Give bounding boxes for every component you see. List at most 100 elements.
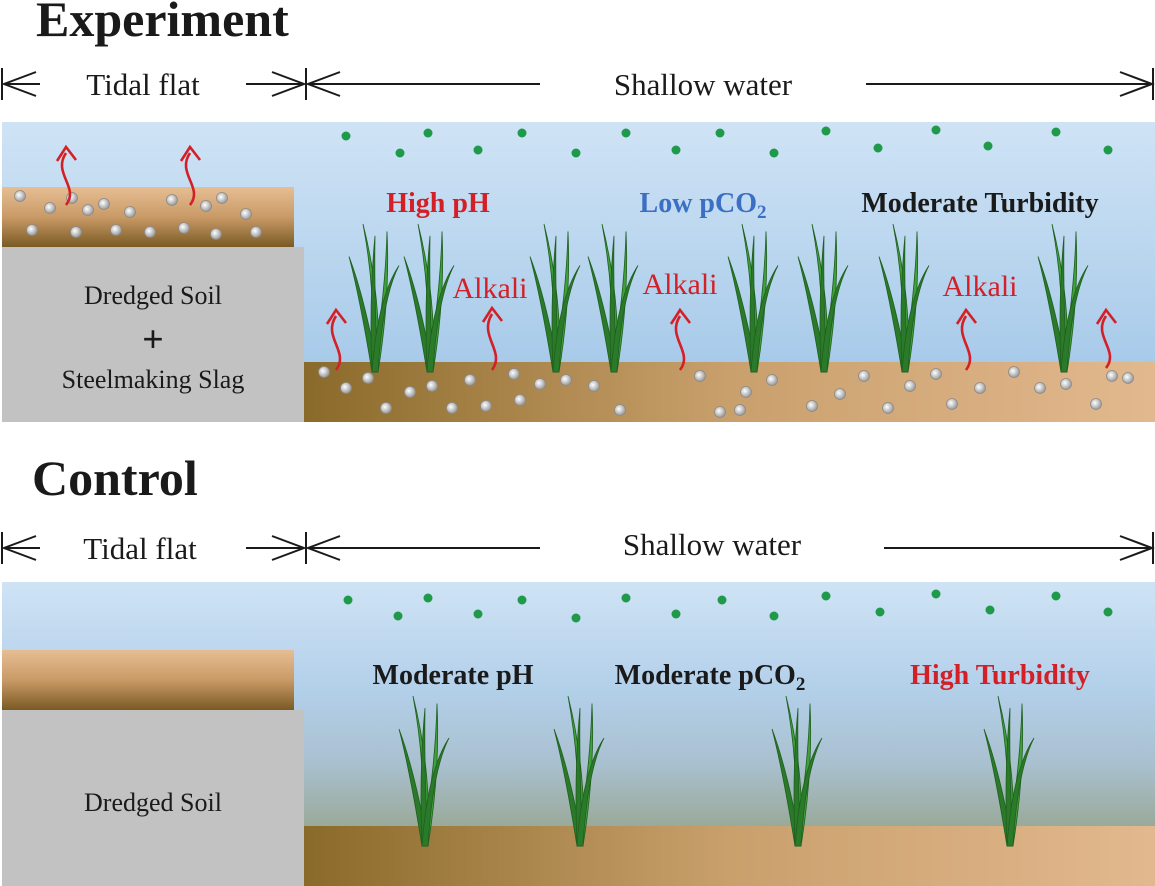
slag-particle [534, 378, 546, 390]
slag-particle [694, 370, 706, 382]
plankton-dot [715, 128, 725, 138]
slag-particle [508, 368, 520, 380]
slag-particle [882, 402, 894, 414]
experiment-dimension-arrows [1, 68, 1155, 100]
seagrass-plant [398, 695, 450, 847]
plankton-dot [769, 148, 779, 158]
experiment-title: Experiment [36, 0, 289, 47]
plankton-dot [621, 593, 631, 603]
slag-particle [144, 226, 156, 238]
control-shallow-water-label: Shallow water [623, 527, 802, 562]
slag-particle [426, 380, 438, 392]
control-plankton [343, 589, 1113, 623]
plankton-dot [517, 128, 527, 138]
plankton-dot [821, 591, 831, 601]
plankton-dot [395, 148, 405, 158]
plankton-dot [343, 595, 353, 605]
control-tidal-flat-label: Tidal flat [83, 531, 197, 566]
slag-particle [240, 208, 252, 220]
control-turbidity-label: High Turbidity [910, 660, 1090, 691]
slag-particle [200, 200, 212, 212]
seagrass-plant [587, 223, 639, 373]
plankton-dot [1051, 127, 1061, 137]
control-pco2-label: Moderate pCO2 [615, 660, 806, 695]
seagrass-plant [771, 695, 823, 847]
control-dimension-arrows [1, 532, 1155, 564]
experiment-plankton [341, 125, 1113, 158]
slag-particle [404, 386, 416, 398]
experiment-box-label-bottom: Steelmaking Slag [62, 365, 245, 394]
alkali-arrow [481, 305, 504, 371]
experiment-alkali-arrows [55, 144, 1118, 371]
seagrass-plant [553, 695, 605, 847]
plankton-dot [1103, 607, 1113, 617]
seagrass-plant [983, 695, 1035, 847]
plankton-dot [473, 145, 483, 155]
plankton-dot [341, 131, 351, 141]
plankton-dot [821, 126, 831, 136]
slag-particle [614, 404, 626, 416]
slag-particle [110, 224, 122, 236]
alkali-arrow [179, 144, 202, 206]
plankton-dot [671, 609, 681, 619]
seagrass-plant [727, 223, 779, 373]
experiment-pco2-label: Low pCO2 [640, 188, 767, 223]
plankton-dot [873, 143, 883, 153]
plankton-dot [1051, 591, 1061, 601]
slag-particle [178, 222, 190, 234]
experiment-soil-box [2, 247, 304, 422]
plankton-dot [769, 611, 779, 621]
slag-particle [740, 386, 752, 398]
slag-particle [340, 382, 352, 394]
plankton-dot [931, 589, 941, 599]
seagrass-plant [348, 223, 400, 373]
slag-particle [464, 374, 476, 386]
seagrass-plant [529, 223, 581, 373]
slag-particle [930, 368, 942, 380]
plankton-dot [571, 148, 581, 158]
control-tidal-flat-sediment [2, 650, 294, 710]
control-soil-box [2, 710, 304, 886]
plankton-dot [571, 613, 581, 623]
plankton-dot [423, 593, 433, 603]
plankton-dot [717, 595, 727, 605]
alkali-arrow [1095, 307, 1118, 369]
slag-particle [44, 202, 56, 214]
slag-particle [1008, 366, 1020, 378]
slag-particle [766, 374, 778, 386]
seagrass-plant [1037, 223, 1089, 373]
slag-particle [806, 400, 818, 412]
slag-particle [250, 226, 262, 238]
plankton-dot [671, 145, 681, 155]
plankton-dot [875, 607, 885, 617]
alkali-arrow [55, 144, 78, 206]
plankton-dot [473, 609, 483, 619]
slag-particle [1060, 378, 1072, 390]
slag-particle [216, 192, 228, 204]
alkali-label-2: Alkali [643, 268, 718, 301]
experiment-box-label-plus: + [142, 319, 164, 361]
slag-particle [588, 380, 600, 392]
experiment-box-label-top: Dredged Soil [84, 281, 222, 310]
slag-particle [124, 206, 136, 218]
experiment-seagrass [348, 223, 1089, 373]
experiment-slag-particles [14, 190, 1134, 418]
slag-particle [904, 380, 916, 392]
slag-particle [974, 382, 986, 394]
slag-particle [858, 370, 870, 382]
plankton-dot [393, 611, 403, 621]
slag-particle [362, 372, 374, 384]
plankton-dot [931, 125, 941, 135]
slag-particle [98, 198, 110, 210]
alkali-arrow [955, 307, 978, 371]
seagrass-plant [403, 223, 455, 373]
slag-particle [446, 402, 458, 414]
seagrass-plant [878, 223, 930, 373]
slag-particle [734, 404, 746, 416]
slag-particle [26, 224, 38, 236]
plankton-dot [621, 128, 631, 138]
slag-particle [70, 226, 82, 238]
plankton-dot [517, 595, 527, 605]
slag-particle [380, 402, 392, 414]
slag-particle [946, 398, 958, 410]
